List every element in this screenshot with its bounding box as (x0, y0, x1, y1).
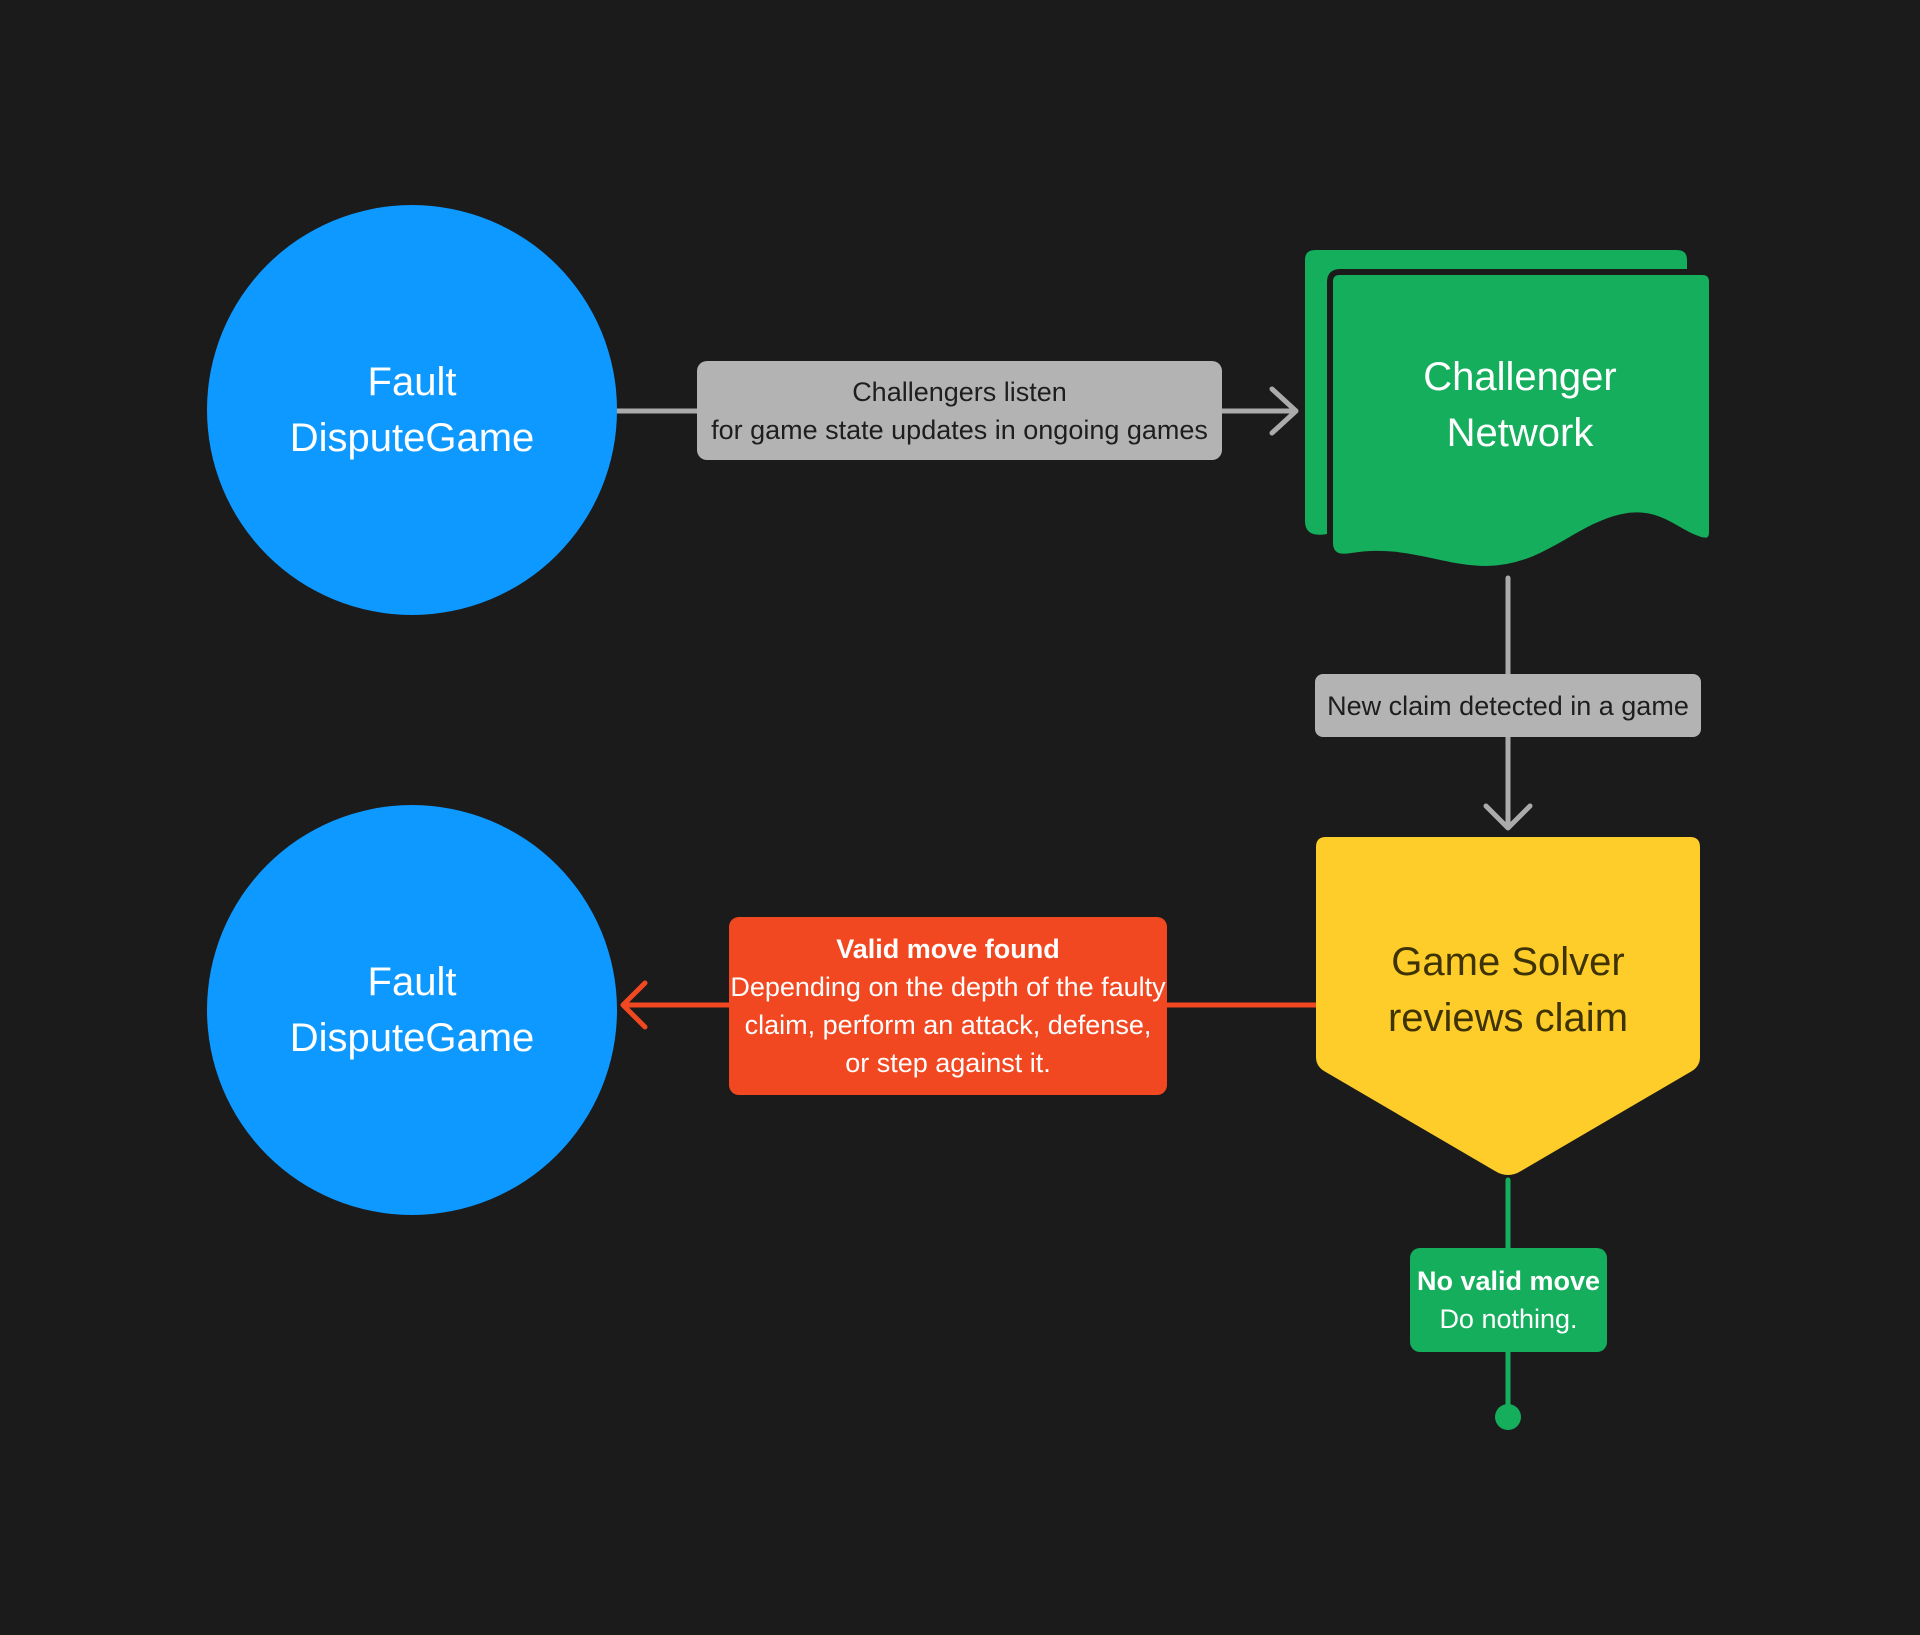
node-label-line: Fault (367, 960, 457, 1004)
pentagon-down-shape (1316, 837, 1700, 1175)
label-line: Challengers listen (852, 376, 1067, 407)
callout-line: claim, perform an attack, defense, (744, 1010, 1152, 1040)
node-label-line: DisputeGame (289, 416, 535, 460)
terminal-dot (1495, 1404, 1521, 1430)
node-label-line: Fault (367, 360, 457, 404)
callout-line: Do nothing. (1439, 1304, 1578, 1334)
callout-title: No valid move (1416, 1266, 1601, 1296)
node-game-solver-shape (1316, 837, 1700, 1175)
node-fault-dispute-game-bottom: Fault DisputeGame (207, 805, 617, 1215)
label-new-claim: New claim detected in a game (1315, 674, 1701, 737)
callout-title: Valid move found (836, 934, 1060, 964)
arrowhead-down-icon (1483, 803, 1533, 831)
label-no-valid-move: No valid move Do nothing. (1410, 1248, 1607, 1352)
document-shape-front (1327, 269, 1715, 573)
label-valid-move: Valid move found Depending on the depth … (729, 917, 1167, 1095)
label-line: New claim detected in a game (1327, 690, 1689, 721)
label-line: for game state updates in ongoing games (711, 414, 1208, 445)
arrowhead-left-icon (620, 980, 648, 1030)
callout-line: or step against it. (845, 1048, 1051, 1078)
label-challengers-listen: Challengers listen for game state update… (697, 361, 1222, 460)
node-fault-dispute-game-top: Fault DisputeGame (207, 205, 617, 615)
node-label-line: DisputeGame (289, 1016, 535, 1060)
node-challenger-network-shape (1305, 250, 1715, 573)
arrowhead-right-icon (1269, 386, 1299, 436)
callout-line: Depending on the depth of the faulty (730, 972, 1166, 1002)
